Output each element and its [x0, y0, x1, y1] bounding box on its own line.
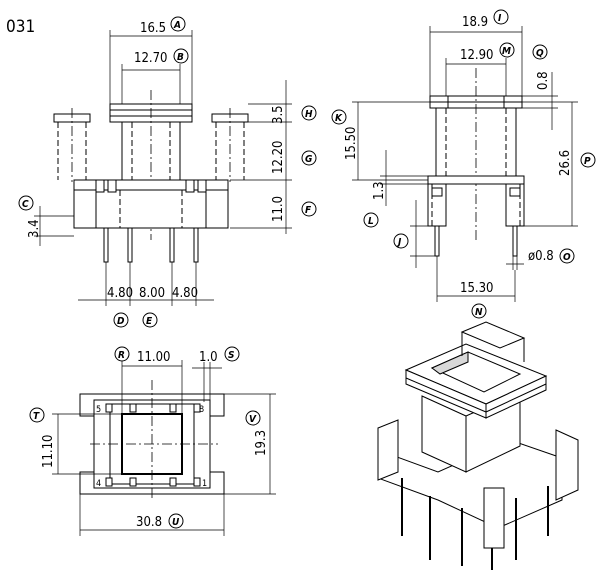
dim-q-letter: Q — [536, 48, 544, 59]
dim-g-letter: G — [305, 154, 312, 165]
dim-d-value: 4.80 — [107, 286, 133, 301]
bottom-view: 5 8 4 1 11.00 R 1.0 S 11.10 T 19.3 V — [29, 346, 276, 536]
isometric-view — [377, 321, 579, 570]
dim-o-value: ø0.8 — [528, 249, 554, 264]
dim-u-letter: U — [172, 517, 180, 528]
dim-v-letter: V — [249, 414, 257, 425]
dim-o-letter: O — [563, 252, 571, 263]
dim-i-letter: I — [498, 13, 502, 24]
dim-c-letter: C — [22, 199, 29, 210]
dim-m-letter: M — [502, 46, 511, 57]
dim-l-value: 1.3 — [372, 181, 387, 200]
front-view: 16.5 A 12.70 B 3.5 H 12.20 G 11.0 F 3.4 … — [18, 16, 317, 328]
dim-q-value: 0.8 — [536, 71, 551, 90]
dim-b-value: 12.70 — [134, 51, 167, 66]
dim-l-letter: L — [368, 216, 374, 227]
dim-r-value: 11.00 — [137, 350, 170, 365]
dim-f-value: 11.0 — [271, 196, 286, 222]
pin-label-1: 1 — [202, 479, 207, 489]
dim-t-value: 11.10 — [41, 435, 56, 468]
dim-h-letter: H — [305, 109, 313, 120]
dim-p-letter: P — [584, 156, 591, 167]
dim-a-letter: A — [173, 20, 181, 31]
dim-c-value: 3.4 — [27, 219, 42, 238]
dim-a-value: 16.5 — [140, 21, 166, 36]
dim-m-value: 12.90 — [460, 48, 493, 63]
dim-i-value: 18.9 — [462, 15, 488, 30]
dim-d-letter: D — [117, 316, 125, 327]
dim-b-letter: B — [177, 52, 184, 63]
dim-e-letter: E — [146, 316, 153, 327]
dim-p-value: 26.6 — [558, 150, 573, 176]
dim-s-value: 1.0 — [199, 350, 218, 365]
dim-g-value: 12.20 — [271, 141, 286, 174]
dim-v-value: 19.3 — [254, 430, 269, 456]
pin-label-5: 5 — [96, 405, 101, 415]
dim-s-letter: S — [228, 350, 234, 361]
dim-h-value: 3.5 — [271, 105, 286, 124]
dim-u-value: 30.8 — [136, 515, 162, 530]
dim-n-value: 15.30 — [460, 281, 493, 296]
dim-e-value: 8.00 — [139, 286, 165, 301]
dim-j-letter: J — [396, 237, 402, 248]
dim-k-value: 15.50 — [344, 127, 359, 160]
dim-t-letter: T — [33, 411, 40, 422]
dim-r-letter: R — [118, 350, 125, 361]
side-view: 18.9 I 12.90 M 0.8 Q 26.6 P 15.50 K — [331, 9, 596, 319]
dim-n-letter: N — [475, 307, 483, 318]
pin-label-8: 8 — [199, 405, 204, 415]
dim-k-letter: K — [335, 113, 343, 124]
dim-d2-value: 4.80 — [172, 286, 198, 301]
dim-f-letter: F — [305, 205, 312, 216]
pin-label-4: 4 — [96, 479, 101, 489]
drawing-code: 031 — [6, 17, 35, 37]
